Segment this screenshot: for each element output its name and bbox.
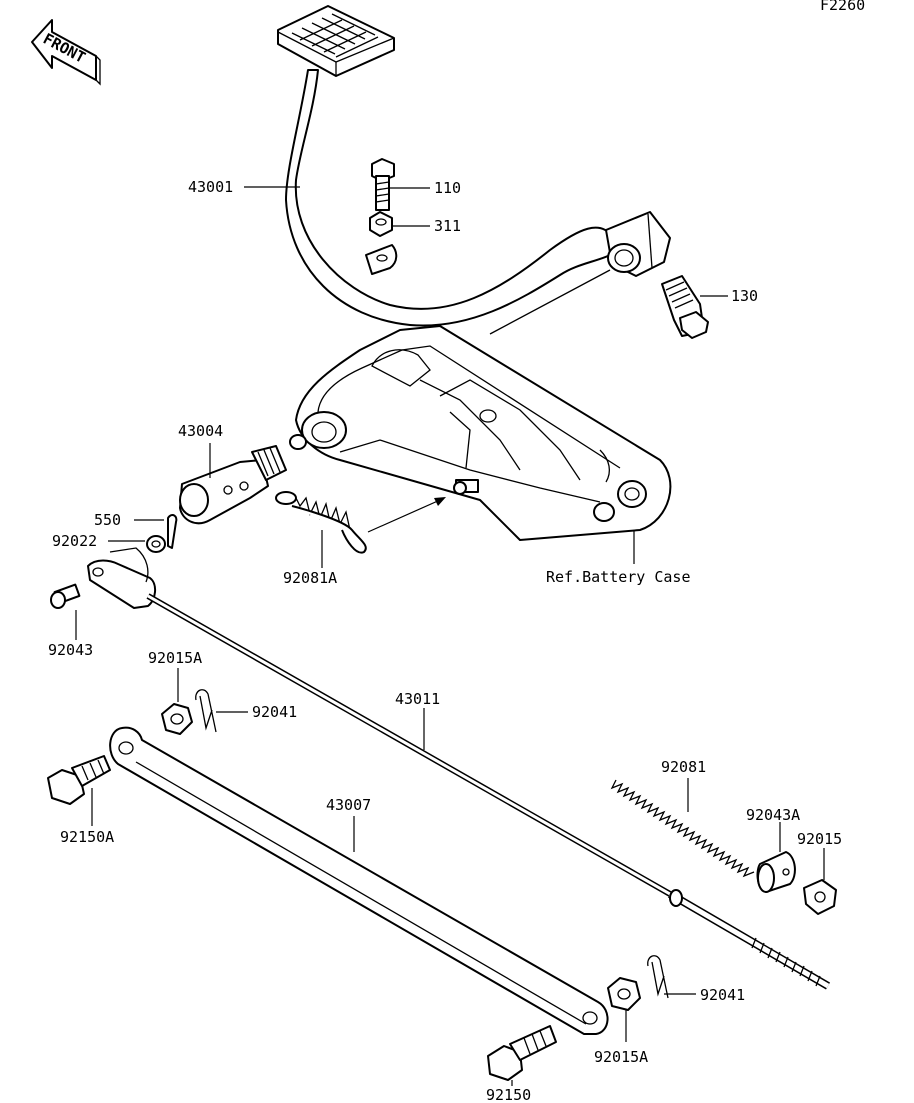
label-92043: 92043 (48, 641, 93, 659)
front-arrow-icon: FRONT (31, 19, 101, 86)
bolt-110 (371, 158, 395, 211)
clevis-pin-92043 (50, 583, 81, 640)
bolt-92150A (47, 755, 111, 826)
washer-92022 (108, 535, 166, 553)
nut-92015 (803, 848, 837, 915)
label-43011: 43011 (395, 690, 440, 708)
label-92015A-top: 92015A (148, 649, 202, 667)
label-92150A: 92150A (60, 828, 114, 846)
clip-92041-top (195, 689, 248, 733)
cotter-pin-550 (134, 514, 178, 549)
spring-92081A (275, 491, 446, 568)
label-130: 130 (731, 287, 758, 305)
label-92041-top: 92041 (252, 703, 297, 721)
label-43007: 43007 (326, 796, 371, 814)
collar-92015A-bottom (607, 977, 641, 1042)
clip-92041-bottom (647, 955, 696, 999)
label-92043A: 92043A (746, 806, 800, 824)
link-43007 (109, 726, 609, 1035)
brake-lever-43004 (179, 443, 287, 525)
label-92041-bottom: 92041 (700, 986, 745, 1004)
label-92015A-bottom: 92015A (594, 1048, 648, 1066)
label-92081A: 92081A (283, 569, 337, 587)
label-92081: 92081 (661, 758, 706, 776)
label-92150: 92150 (486, 1086, 531, 1103)
label-43001: 43001 (188, 178, 233, 196)
label-43004: 43004 (178, 422, 223, 440)
diagram-code: F2260 (820, 0, 865, 14)
bolt-92150 (487, 1025, 557, 1086)
brake-pedal-43001 (277, 5, 671, 335)
label-110: 110 (434, 179, 461, 197)
label-92022: 92022 (52, 532, 97, 550)
label-311: 311 (434, 217, 461, 235)
clevis-yoke (87, 547, 156, 609)
spring-92081 (610, 778, 755, 878)
label-ref-battery-case: Ref.Battery Case (546, 568, 691, 586)
collar-92015A-top (161, 668, 193, 735)
brake-rod-43011 (146, 593, 831, 990)
battery-case-reference (289, 325, 672, 564)
label-550: 550 (94, 511, 121, 529)
nut-311 (369, 211, 393, 237)
joint-92043A (756, 822, 796, 893)
label-92015: 92015 (797, 830, 842, 848)
bolt-130 (661, 275, 709, 339)
